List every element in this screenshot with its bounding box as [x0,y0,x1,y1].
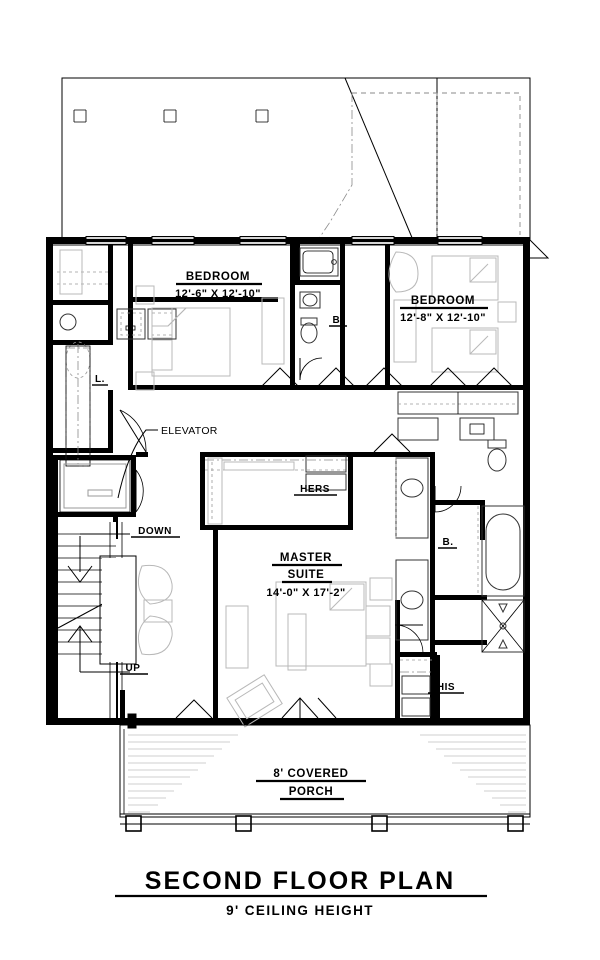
room-label-master-suite: MASTER SUITE 14'-0" X 17'-2" [266,552,345,599]
stairs [57,522,137,718]
hall-bath-fixtures [299,247,339,381]
roof-outline [61,77,550,259]
svg-text:PORCH: PORCH [289,786,334,798]
svg-text:8' COVERED: 8' COVERED [273,768,348,780]
elevator-callout: ELEVATOR [117,425,218,499]
master-suite-furniture [225,577,393,728]
svg-text:12'-8" X 12'-10": 12'-8" X 12'-10" [400,312,486,324]
svg-text:SUITE: SUITE [288,569,325,581]
hall-door-swing [119,409,147,453]
porch-doors [127,697,337,729]
label-bath-hall: B. [329,315,347,327]
master-bath-fixtures [373,433,525,654]
closet-his: HIS [400,659,464,717]
landing-seating [137,564,173,656]
roof-post-markers [73,109,269,123]
svg-text:B.: B. [333,315,344,326]
title-block: SECOND FLOOR PLAN 9' CEILING HEIGHT [115,867,487,918]
closet-hers: HERS [205,455,348,525]
svg-text:9' CEILING HEIGHT: 9' CEILING HEIGHT [226,903,374,918]
svg-text:SECOND FLOOR PLAN: SECOND FLOOR PLAN [145,867,455,895]
laundry-area [57,249,177,467]
svg-text:14'-0" X 17'-2": 14'-0" X 17'-2" [266,587,345,599]
covered-porch [119,724,531,832]
svg-text:BEDROOM: BEDROOM [186,271,250,283]
elevator-shaft [59,459,144,513]
room-label-bedroom-right: BEDROOM 12'-8" X 12'-10" [400,295,488,324]
svg-text:BEDROOM: BEDROOM [411,295,475,307]
label-stair-down: DOWN [131,526,180,538]
svg-text:12'-6" X 12'-10": 12'-6" X 12'-10" [175,288,261,300]
svg-text:MASTER: MASTER [280,552,332,564]
svg-text:UP: UP [126,663,141,674]
windows-top [85,236,483,245]
bedroom-right-furniture [388,251,517,373]
label-stair-up: UP [120,663,148,675]
label-linen: L. [92,374,108,386]
svg-text:HIS: HIS [437,682,455,693]
svg-text:HERS: HERS [300,484,330,495]
svg-text:L.: L. [95,374,105,385]
svg-text:ELEVATOR: ELEVATOR [161,425,218,437]
bath-right-fixtures [261,367,519,441]
room-label-bedroom-left: BEDROOM 12'-6" X 12'-10" [175,271,262,300]
exterior-walls [46,237,530,725]
label-bath-master: B. [438,537,457,549]
svg-text:DOWN: DOWN [138,526,172,537]
svg-text:B.: B. [443,537,454,548]
room-label-porch: 8' COVERED PORCH [256,768,366,801]
bedroom-left-furniture [135,285,285,391]
